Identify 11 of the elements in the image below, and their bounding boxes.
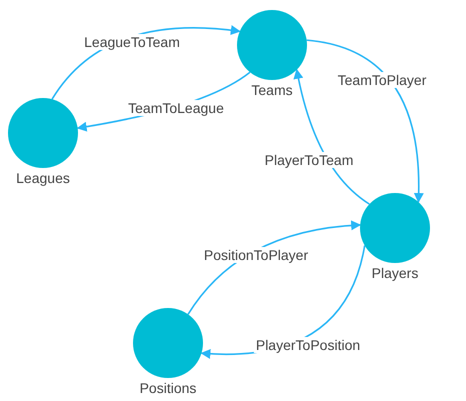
- node-label: Leagues: [16, 170, 70, 186]
- arrow: [306, 39, 424, 203]
- node-label: Teams: [251, 82, 293, 98]
- edge-label: PlayerToTeam: [262, 152, 356, 168]
- edge-label: PlayerToPosition: [254, 337, 362, 353]
- node-label: Players: [372, 265, 418, 281]
- edge-label: TeamToLeague: [126, 100, 226, 116]
- edge-label: TeamToPlayer: [336, 72, 428, 88]
- node-label: Positions: [140, 380, 196, 396]
- edge-label: LeagueToTeam: [82, 34, 182, 50]
- arrow: [294, 68, 370, 205]
